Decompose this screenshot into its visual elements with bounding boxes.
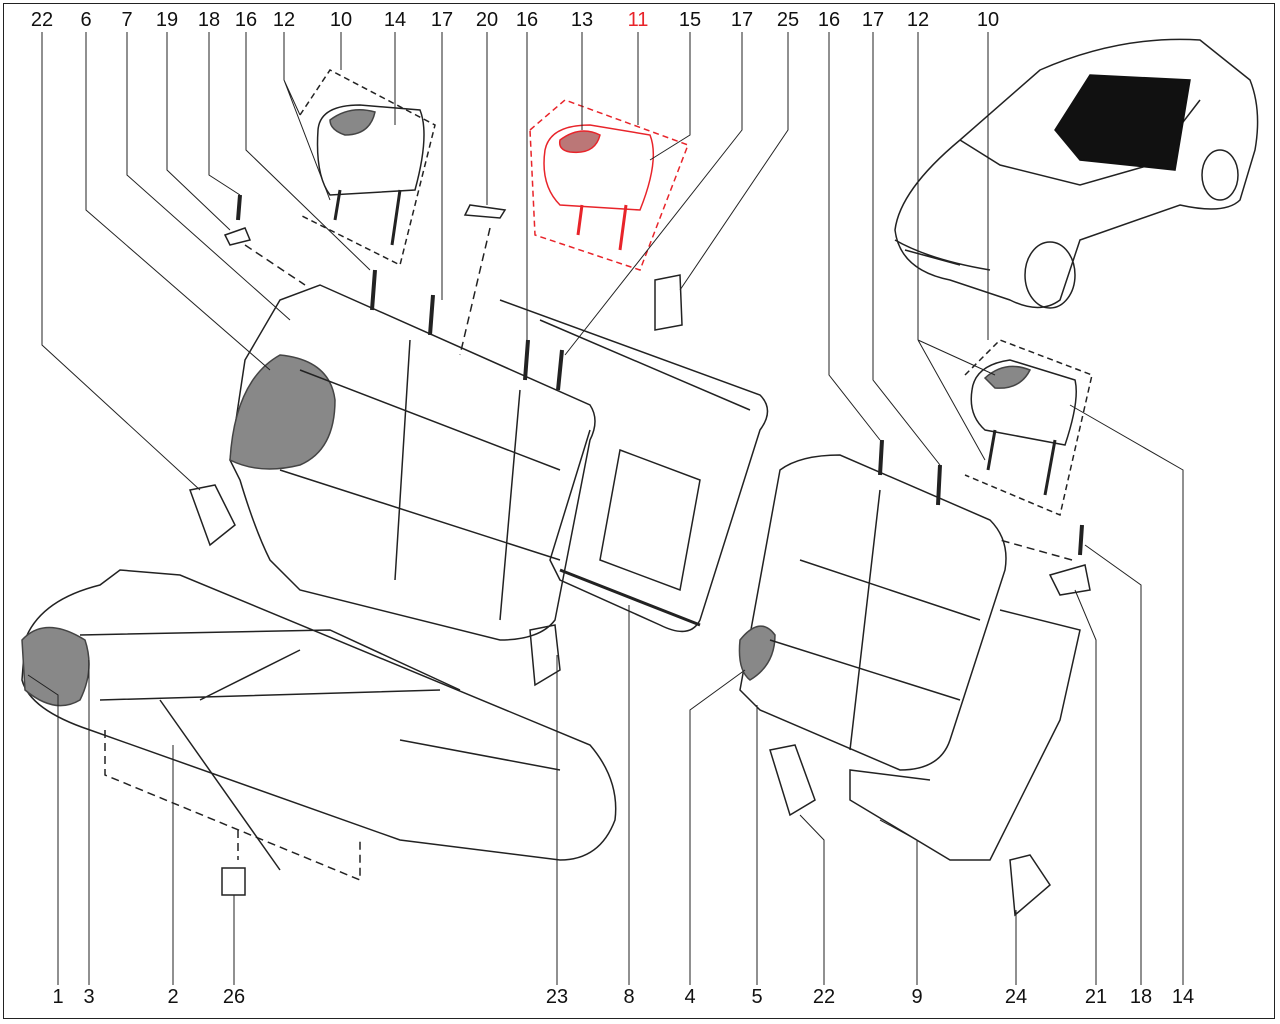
callout-21: 21 [1084,986,1108,1008]
callout-16: 16 [234,9,258,31]
callout-5: 5 [751,986,763,1008]
callout-26: 26 [222,986,246,1008]
backrest-frame [499,299,769,633]
callout-12: 12 [272,9,296,31]
callout-13: 13 [570,9,594,31]
callout-11-highlighted[interactable]: 11 [627,9,649,31]
small-parts [104,194,1091,917]
callout-18: 18 [197,9,221,31]
callout-25: 25 [776,9,800,31]
left-backrest [229,284,596,641]
callout-24: 24 [1004,986,1028,1008]
callout-2: 2 [167,986,179,1008]
callout-3: 3 [83,986,95,1008]
callout-22: 22 [812,986,836,1008]
callout-9: 9 [911,986,923,1008]
callout-6: 6 [80,9,92,31]
callout-15: 15 [678,9,702,31]
left-headrest [299,69,436,267]
callout-19: 19 [155,9,179,31]
callout-17: 17 [730,9,754,31]
callout-23: 23 [545,986,569,1008]
callout-16: 16 [515,9,539,31]
callout-18: 18 [1129,986,1153,1008]
callout-7: 7 [121,9,133,31]
callout-10: 10 [976,9,1000,31]
right-backrest [738,454,1081,861]
callout-8: 8 [623,986,635,1008]
callout-4: 4 [684,986,696,1008]
leader-lines [27,32,1184,985]
highlighted-headrest [529,99,689,271]
callout-17: 17 [430,9,454,31]
callout-16: 16 [817,9,841,31]
callout-14: 14 [383,9,407,31]
callout-1: 1 [52,986,64,1008]
diagram-frame [3,3,1275,1019]
car-thumbnail [894,38,1259,309]
callout-17: 17 [861,9,885,31]
callout-12: 12 [906,9,930,31]
callout-10: 10 [329,9,353,31]
right-headrest [964,339,1093,517]
callout-22: 22 [30,9,54,31]
callout-14: 14 [1171,986,1195,1008]
callout-20: 20 [475,9,499,31]
seat-cushion [21,569,617,871]
